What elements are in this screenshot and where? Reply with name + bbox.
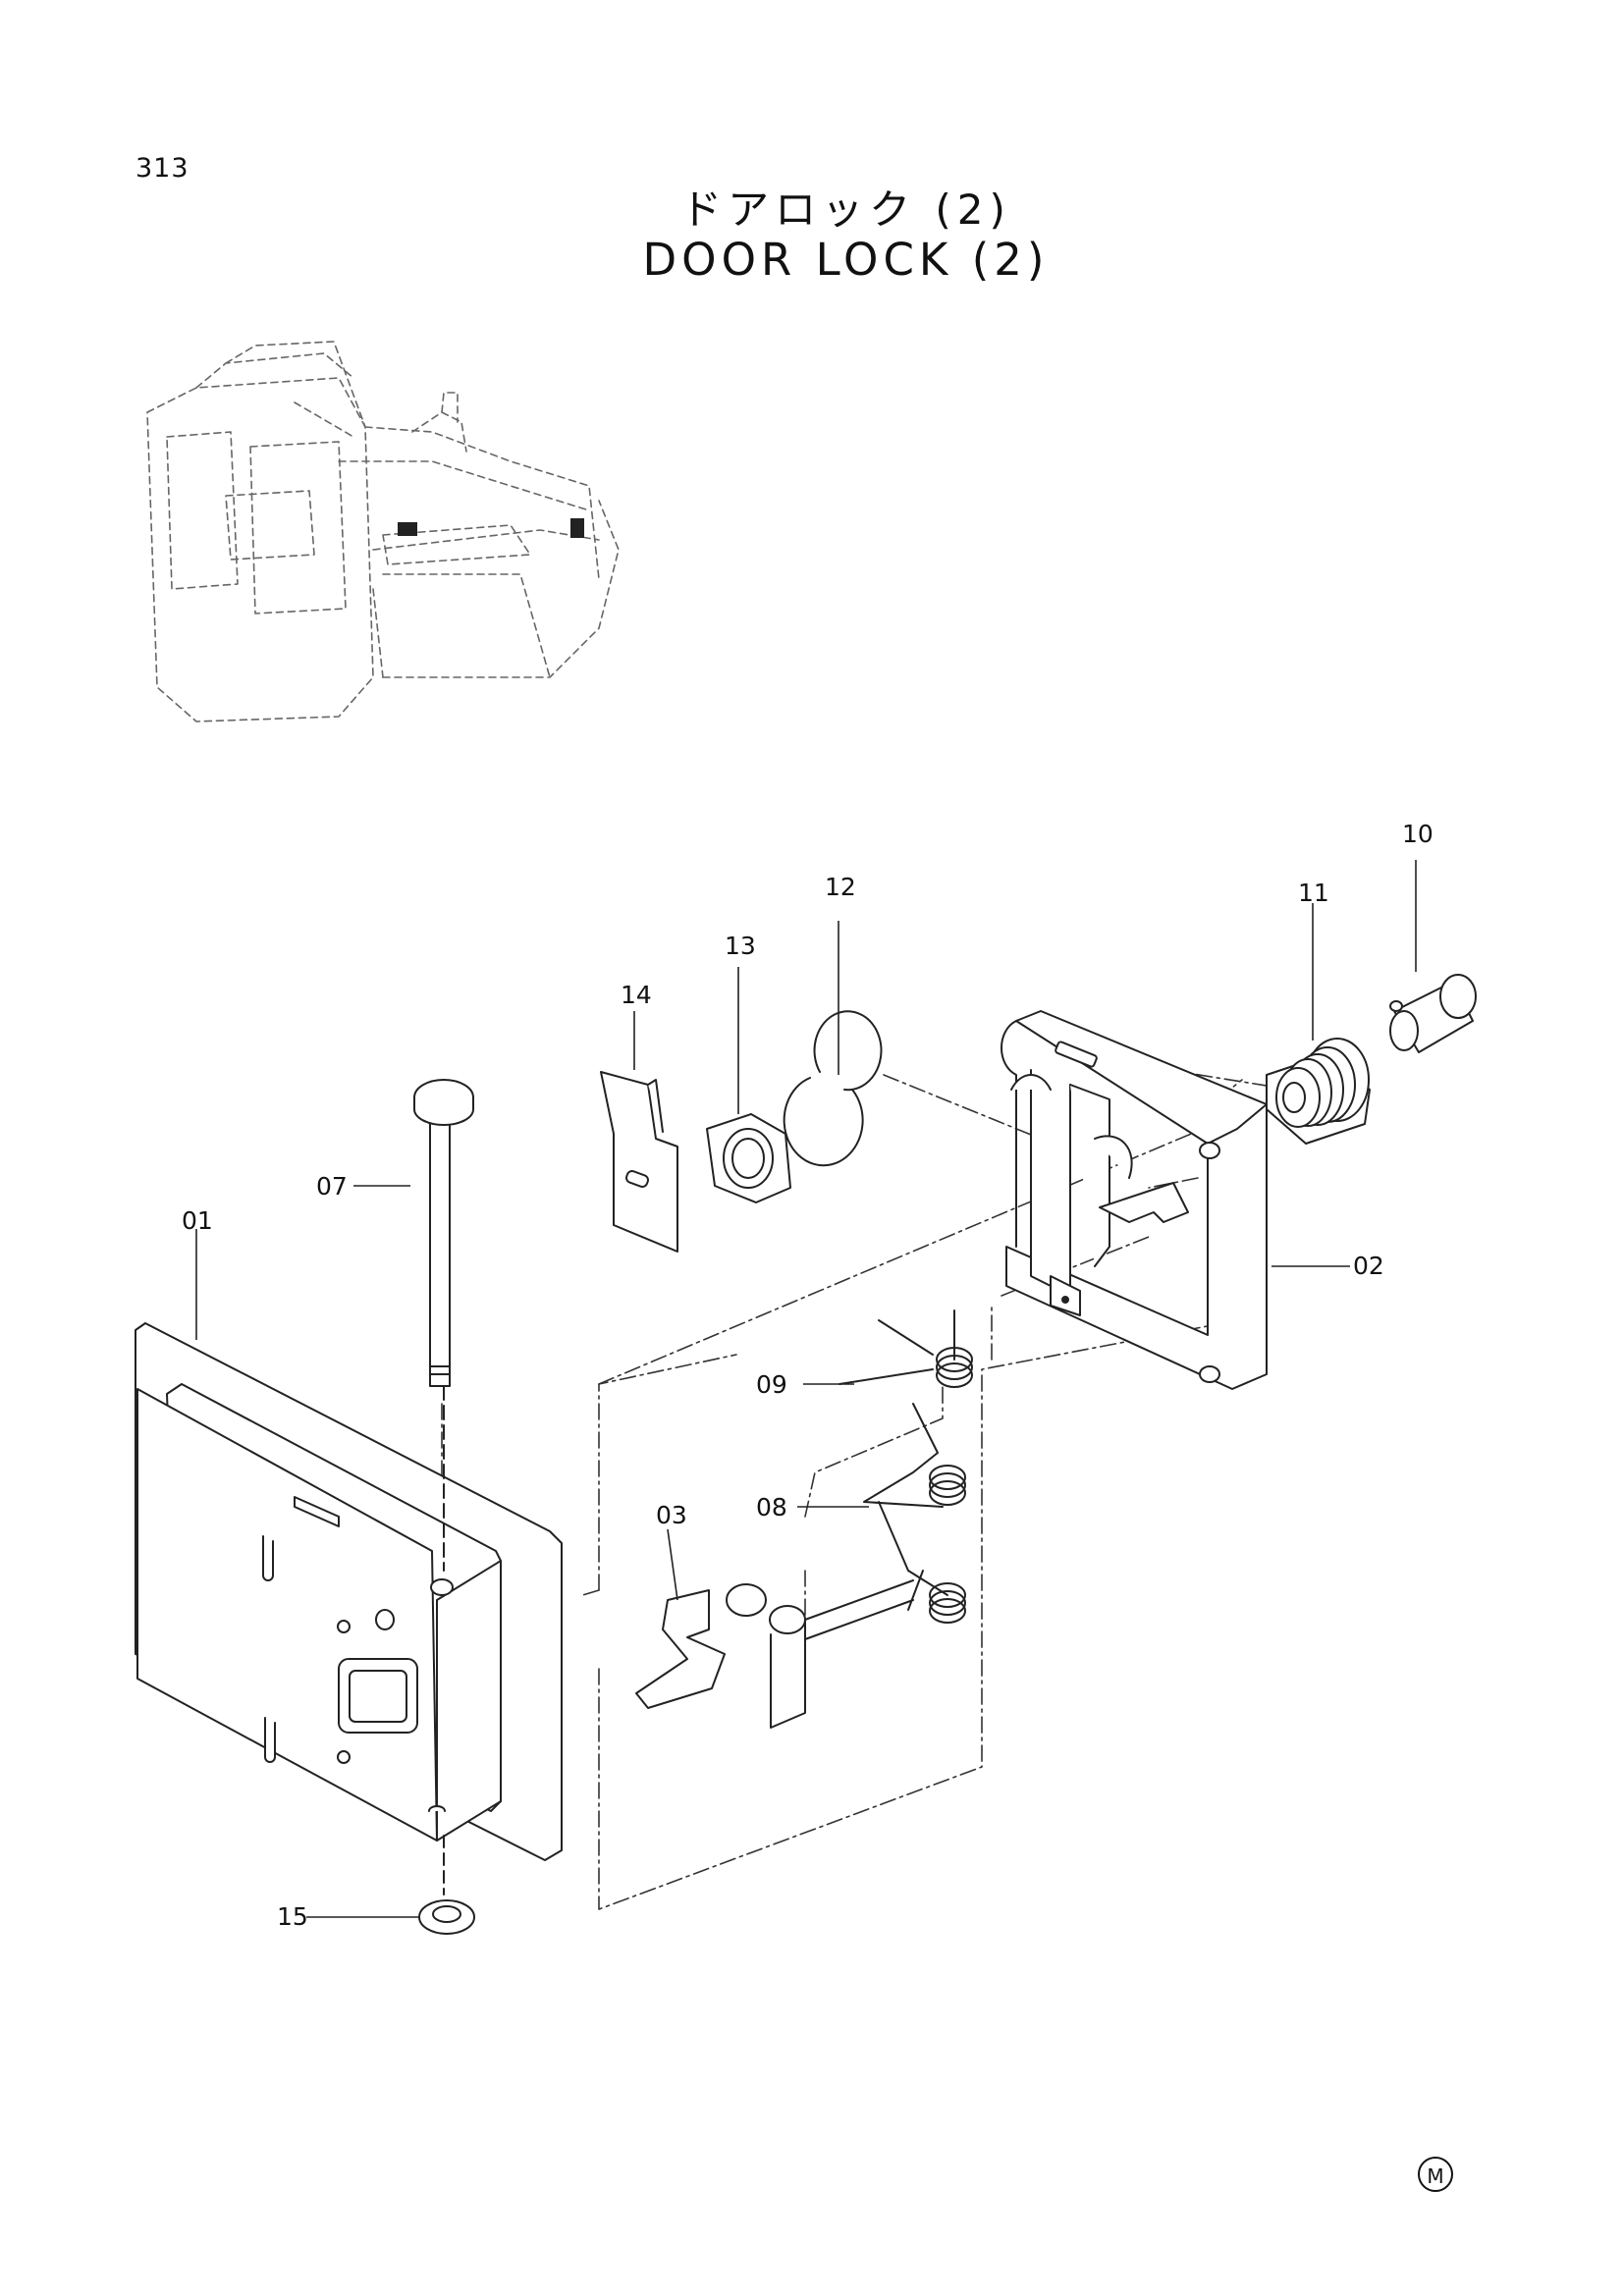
callout-10: 10 <box>1402 820 1434 848</box>
part-14-tab <box>600 1071 678 1253</box>
callout-07: 07 <box>316 1172 348 1201</box>
callout-leaders <box>195 860 1417 1918</box>
part-01-lock-body <box>135 1322 563 1861</box>
part-15-snap-ring <box>418 1835 475 1935</box>
corner-m-mark: M <box>1418 2157 1453 2192</box>
callout-11: 11 <box>1298 879 1329 907</box>
part-08-spring <box>863 1403 966 1624</box>
callout-01: 01 <box>182 1206 213 1235</box>
callout-12: 12 <box>825 873 856 901</box>
part-13-nut <box>706 1113 791 1203</box>
title-english: DOOR LOCK (2) <box>642 234 1050 286</box>
part-09-torsion-spring <box>839 1309 973 1388</box>
callout-09: 09 <box>756 1370 787 1399</box>
excavator-locator-illustration <box>146 341 620 722</box>
part-03-latch <box>635 1579 914 1729</box>
callout-14: 14 <box>621 981 652 1009</box>
callout-15: 15 <box>277 1902 308 1931</box>
callout-08: 08 <box>756 1493 787 1522</box>
callout-03: 03 <box>656 1501 687 1529</box>
callout-13: 13 <box>725 932 756 960</box>
door-lock-location-marker <box>398 518 584 538</box>
part-02-bracket <box>1001 1010 1268 1390</box>
part-12-retaining-ring <box>783 1010 883 1167</box>
part-11-bushing <box>1266 1038 1371 1145</box>
part-07-pin <box>413 1079 474 1572</box>
callout-02: 02 <box>1353 1252 1384 1280</box>
part-10-key-cylinder <box>1389 974 1477 1053</box>
page-number: 313 <box>135 153 189 184</box>
callout-labels: 01 02 03 07 08 09 10 11 12 13 14 15 <box>182 820 1434 1931</box>
title-japanese: ドアロック (2) <box>680 186 1011 234</box>
